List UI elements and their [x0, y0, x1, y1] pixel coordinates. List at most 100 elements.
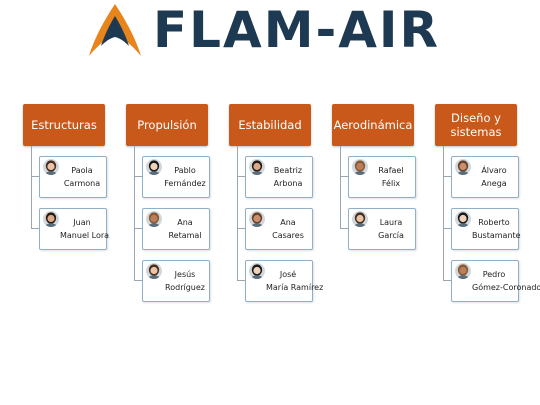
avatar-photo-icon: [455, 211, 471, 227]
connector-vertical: [31, 146, 32, 228]
avatar: [249, 159, 265, 175]
avatar-photo-icon: [352, 159, 368, 175]
member-first-name: Pablo: [174, 166, 196, 175]
connector-vertical: [443, 146, 444, 280]
member-last-name: Anega: [481, 179, 507, 188]
header-4: Diseño y sistemas: [435, 104, 517, 146]
member-first-name: Ana: [177, 218, 193, 227]
member-last-name: Manuel Lora: [60, 231, 110, 240]
connector-horizontal: [443, 176, 452, 177]
member-last-name: Fernández: [164, 179, 206, 188]
connector-horizontal: [31, 176, 40, 177]
connector-horizontal: [340, 176, 349, 177]
avatar: [146, 211, 162, 227]
connector-horizontal: [443, 228, 452, 229]
member-first-name: Beatriz: [273, 166, 303, 175]
avatar-photo-icon: [455, 263, 471, 279]
member-first-name: Álvaro: [481, 166, 507, 175]
member-last-name: Carmona: [63, 179, 101, 188]
member-first-name: Rafael: [378, 166, 404, 175]
avatar: [352, 159, 368, 175]
avatar: [43, 159, 59, 175]
member-last-name: Casares: [272, 231, 304, 240]
avatar-photo-icon: [352, 211, 368, 227]
member-first-name: Roberto: [478, 218, 510, 227]
header-0: Estructuras: [23, 104, 105, 146]
member-last-name: Gómez-Coronado: [472, 283, 540, 292]
header-3: Aerodinámica: [332, 104, 414, 146]
member-last-name: Arbona: [273, 179, 303, 188]
member-first-name: Jesús: [174, 270, 196, 279]
avatar-photo-icon: [455, 159, 471, 175]
member-first-name: Paola: [71, 166, 93, 175]
member-last-name: Félix: [381, 179, 401, 188]
connector-horizontal: [31, 228, 40, 229]
connector-horizontal: [134, 176, 143, 177]
member-first-name: Laura: [379, 218, 403, 227]
avatar: [146, 159, 162, 175]
member-last-name: García: [378, 231, 404, 240]
avatar-photo-icon: [146, 211, 162, 227]
connector-horizontal: [443, 280, 452, 281]
avatar-photo-icon: [249, 159, 265, 175]
avatar: [43, 211, 59, 227]
connector-vertical: [134, 146, 135, 280]
avatar: [455, 159, 471, 175]
connector-horizontal: [237, 176, 246, 177]
connector-vertical: [340, 146, 341, 228]
member-last-name: Rodríguez: [165, 283, 205, 292]
connector-horizontal: [134, 280, 143, 281]
member-first-name: Ana: [280, 218, 296, 227]
member-last-name: María Ramírez: [266, 283, 324, 292]
member-last-name: Retamal: [168, 231, 202, 240]
avatar: [249, 263, 265, 279]
logo-text: FLAM-AIR: [153, 1, 441, 59]
member-first-name: Juan: [73, 218, 91, 227]
avatar-photo-icon: [43, 159, 59, 175]
avatar-photo-icon: [249, 211, 265, 227]
header-2: Estabilidad: [229, 104, 311, 146]
connector-horizontal: [134, 228, 143, 229]
member-last-name: Bustamante: [472, 231, 521, 240]
avatar-photo-icon: [249, 263, 265, 279]
member-first-name: José: [279, 270, 297, 279]
member-first-name: Pedro: [482, 270, 506, 279]
avatar-photo-icon: [146, 159, 162, 175]
connector-vertical: [237, 146, 238, 280]
avatar: [455, 211, 471, 227]
avatar: [146, 263, 162, 279]
connector-horizontal: [237, 280, 246, 281]
connector-horizontal: [237, 228, 246, 229]
flame-rocket-logo-icon: [89, 4, 141, 56]
avatar: [455, 263, 471, 279]
avatar-photo-icon: [43, 211, 59, 227]
flam-air-logo: FLAM-AIR: [85, 2, 465, 60]
connector-horizontal: [340, 228, 349, 229]
